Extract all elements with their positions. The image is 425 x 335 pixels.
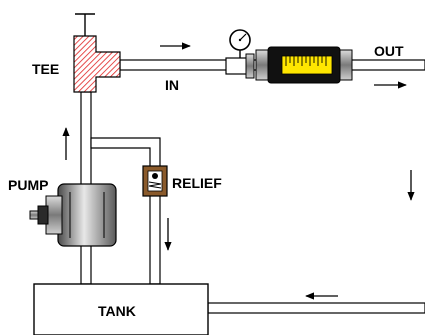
valve-icon [225, 53, 255, 79]
label-out: OUT [374, 43, 404, 59]
label-tee: TEE [32, 61, 59, 77]
pipe-pump-to-tee [80, 91, 92, 191]
label-in: IN [165, 77, 179, 93]
label-tank: TANK [98, 303, 136, 319]
pressure-gauge-icon [229, 29, 251, 58]
label-relief: RELIEF [172, 175, 222, 191]
flowmeter-icon [255, 46, 353, 84]
pipe-pump-to-tank [80, 241, 92, 285]
label-pump: PUMP [8, 177, 48, 193]
tank [33, 283, 209, 335]
pump-icon [29, 183, 117, 247]
tee-fitting [73, 13, 121, 93]
flow-arrows [62, 42, 415, 300]
pipes [80, 59, 425, 314]
pipe-return [207, 302, 425, 314]
relief-valve-icon [142, 165, 168, 197]
